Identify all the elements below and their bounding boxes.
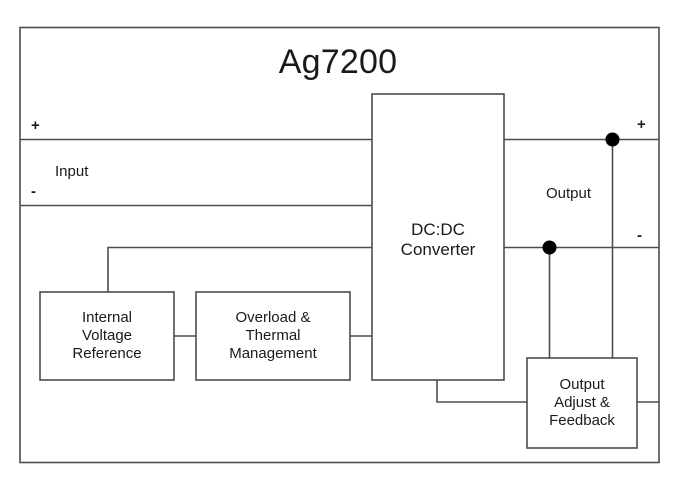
feedback-line-1: Output	[559, 376, 605, 394]
vref-line-2: Voltage	[81, 327, 133, 345]
dcdc-line-1: DC:DC	[411, 219, 465, 239]
page-title: Ag7200	[278, 43, 398, 81]
block-internal-voltage-reference	[39, 291, 175, 381]
vref-line-3: Reference	[72, 344, 142, 362]
block-label-internal-voltage-reference: Internal Voltage Reference	[40, 292, 174, 380]
block-output-adjust-feedback	[526, 357, 638, 449]
feedback-line-3: Feedback	[549, 411, 615, 429]
input-label: Input	[55, 163, 89, 180]
vref-line-1: Internal	[81, 309, 133, 327]
junction-dot-output-minus	[542, 240, 557, 255]
overload-line-1: Overload &	[235, 309, 311, 327]
overload-line-3: Management	[229, 344, 317, 362]
wire-vref-to-dcdc	[107, 246, 372, 292]
wire-dcdc-to-feedback	[436, 380, 527, 403]
block-dcdc-converter	[371, 93, 505, 381]
junction-dot-output-plus	[605, 132, 620, 147]
output-plus-label: +	[637, 116, 646, 133]
dcdc-line-2: Converter	[400, 240, 476, 259]
output-minus-label: -	[637, 227, 642, 244]
block-label-overload-thermal-management: Overload & Thermal Management	[196, 292, 350, 380]
feedback-line-2: Adjust &	[554, 394, 610, 412]
input-minus-label: -	[31, 183, 36, 200]
block-label-output-adjust-feedback: Output Adjust & Feedback	[527, 358, 637, 448]
overload-line-2: Thermal	[245, 327, 301, 345]
block-label-dcdc-converter: DC:DC Converter	[372, 205, 504, 275]
input-plus-label: +	[31, 117, 40, 134]
output-label: Output	[546, 185, 592, 202]
